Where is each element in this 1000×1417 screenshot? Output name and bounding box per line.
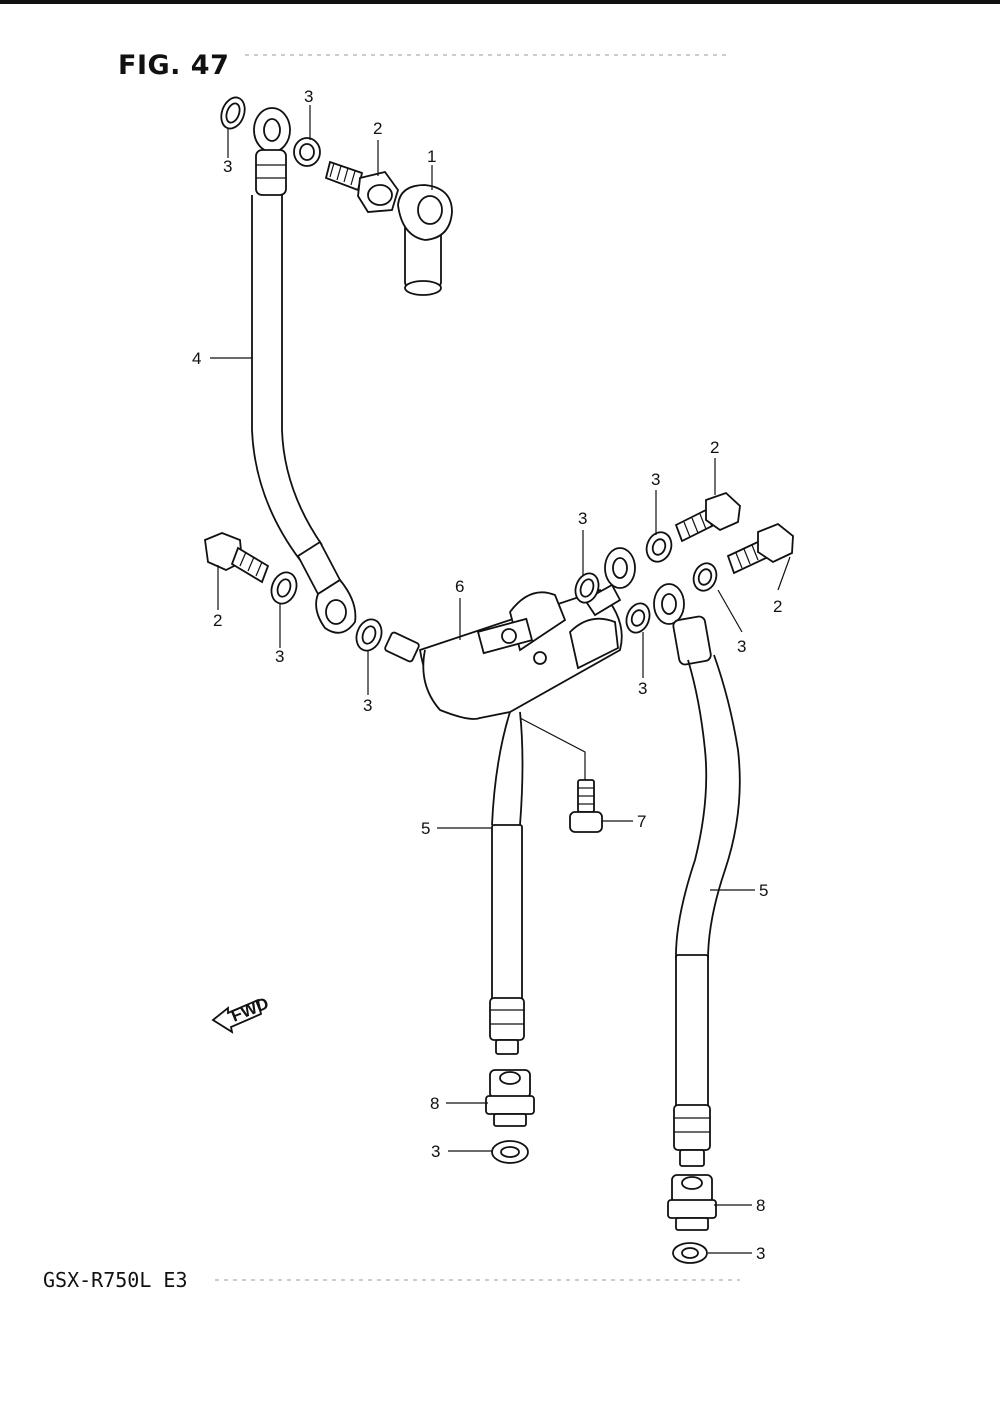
top-border-rule <box>0 0 1000 4</box>
callout-7: 7 <box>637 812 646 831</box>
union-part-8-right <box>667 1174 717 1231</box>
banjo-bolt-part-2-right-b <box>726 522 794 575</box>
figure-title: FIG. 47 <box>118 50 230 81</box>
banjo-bolt-part-2-right-a <box>674 491 741 543</box>
banjo-fitting-part-1 <box>397 184 453 296</box>
callout-3-top-mid: 3 <box>304 87 313 106</box>
callout-labels: 1 2 3 3 4 2 3 3 6 3 3 2 2 3 3 7 5 5 8 3 … <box>192 87 782 1263</box>
callout-3-top-left: 3 <box>223 157 232 176</box>
callout-2-right: 2 <box>773 597 782 616</box>
callout-5-right: 5 <box>759 881 768 900</box>
callout-5-left: 5 <box>421 819 430 838</box>
callout-3-center: 3 <box>578 509 587 528</box>
washer-part-3-f-hole <box>651 538 667 556</box>
callout-4: 4 <box>192 349 201 368</box>
washer-part-3-h-hole <box>697 568 713 586</box>
callout-3-right-upper: 3 <box>651 470 660 489</box>
washer-part-3-b-hole <box>299 143 315 161</box>
upper-brake-hose-part-4 <box>251 107 357 634</box>
callout-3-right-lower: 3 <box>638 679 647 698</box>
washer-part-3-g-hole <box>630 609 646 627</box>
screw-part-7 <box>569 779 603 833</box>
callout-3-bottom-left: 3 <box>431 1142 440 1161</box>
callout-3-right: 3 <box>737 637 746 656</box>
union-part-8-left <box>485 1069 535 1127</box>
washer-part-3-j-hole <box>681 1247 699 1259</box>
washer-part-3-e-hole <box>579 578 595 598</box>
callout-3-left-b: 3 <box>363 696 372 715</box>
screw-locator-line <box>519 717 586 780</box>
forward-direction-arrow: FWD <box>211 994 271 1034</box>
banjo-bolt-part-2-left <box>204 532 270 584</box>
washer-part-3-i-hole <box>500 1146 520 1158</box>
washer-part-3-d-hole <box>361 625 377 645</box>
washer-part-3-c-hole <box>276 578 292 598</box>
callout-3-bottom-right: 3 <box>756 1244 765 1263</box>
model-code: GSX-R750L E3 <box>43 1268 188 1292</box>
callout-2-top: 2 <box>373 119 382 138</box>
callout-8-right: 8 <box>756 1196 765 1215</box>
callout-2-right-upper: 2 <box>710 438 719 457</box>
callout-8-left: 8 <box>430 1094 439 1113</box>
washer-part-3-a-hole <box>225 102 241 124</box>
banjo-bolt-part-2-top <box>324 160 399 213</box>
callout-1: 1 <box>427 147 436 166</box>
callout-3-left-a: 3 <box>275 647 284 666</box>
left-brake-hose-part-5 <box>489 824 525 1055</box>
fwd-label: FWD <box>228 994 271 1026</box>
leader-lines <box>210 105 791 1254</box>
callout-2-left: 2 <box>213 611 222 630</box>
three-way-joint-part-6 <box>384 588 623 826</box>
right-brake-hose-part-5 <box>653 583 741 1167</box>
banjo-fitting-right-upper <box>583 547 636 617</box>
callout-6: 6 <box>455 577 464 596</box>
